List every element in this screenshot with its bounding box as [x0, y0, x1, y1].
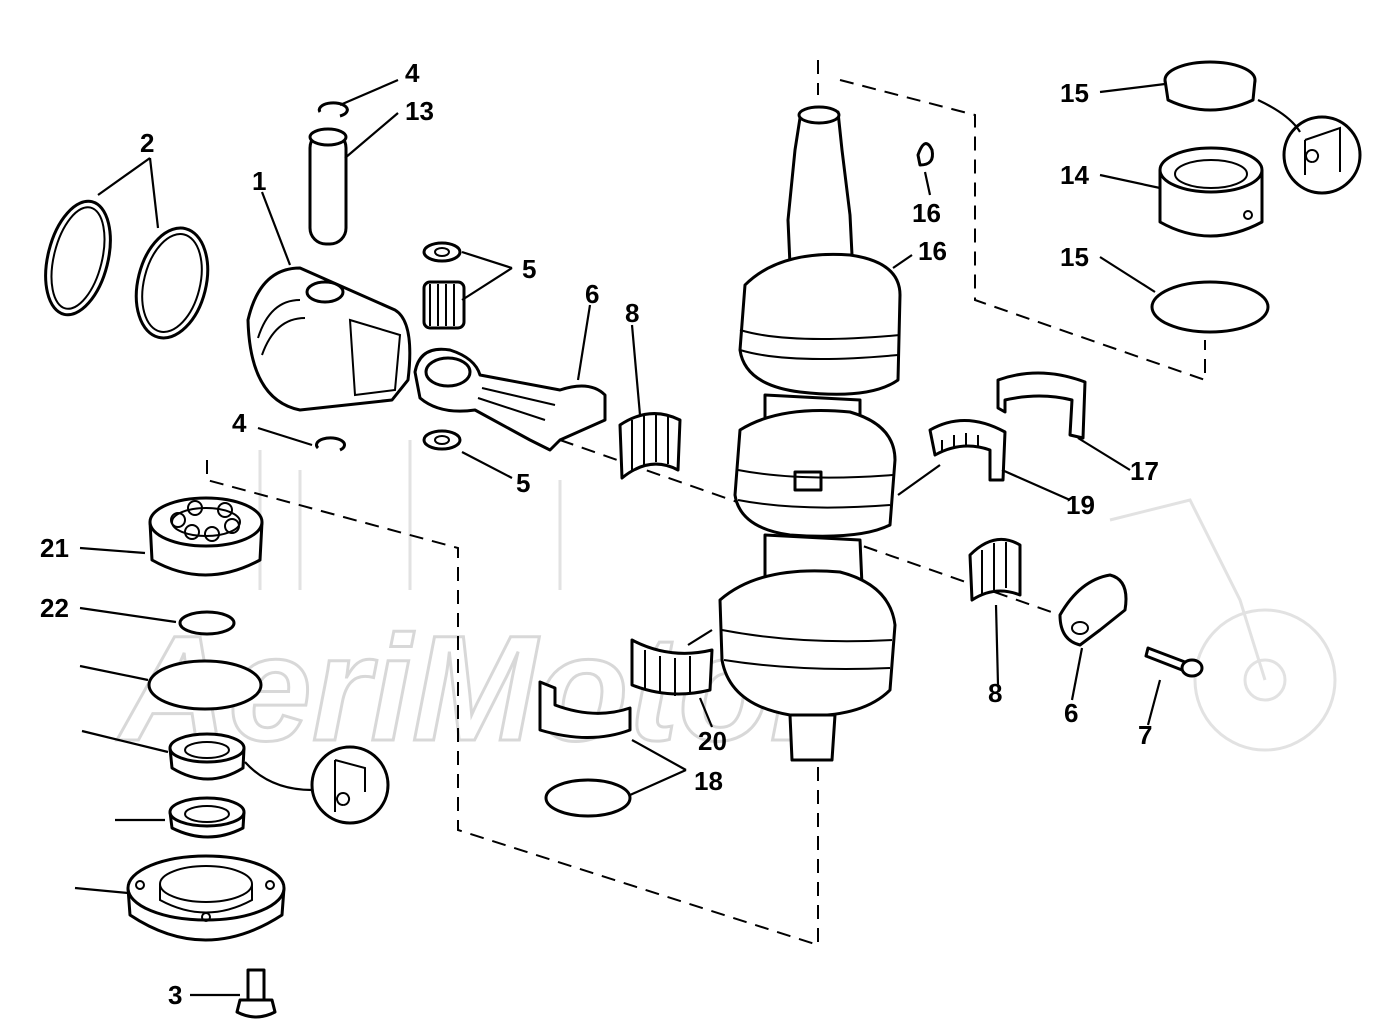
watermark-motorcycle-graphic: [258, 440, 1337, 752]
callout-14: 16: [918, 236, 947, 266]
crankshaft: [718, 105, 902, 762]
callout-1: 1: [252, 166, 266, 196]
lower-ball-bearing: [148, 496, 264, 577]
wrist-pin: [308, 127, 348, 246]
callout-6-rod: 6: [585, 279, 599, 309]
lower-oil-seal-inner: [168, 796, 246, 839]
callout-9: 13: [405, 96, 434, 126]
lower-o-ring: [147, 659, 263, 711]
callout-8-lower: 8: [988, 678, 1002, 708]
rod-cap-bolt: [1144, 646, 1204, 678]
connecting-rod-cap: [1058, 573, 1128, 647]
callout-3: 3: [168, 980, 182, 1010]
main-bearing-cage-lower: [630, 638, 714, 696]
callout-6-cap: 6: [1064, 698, 1078, 728]
lower-oil-seal-outer: [168, 732, 246, 781]
callout-15-upper: 17: [1130, 456, 1159, 486]
callout-2: 2: [140, 128, 154, 158]
callout-16-lower: 20: [698, 726, 727, 756]
bearing-retaining-ring: [544, 778, 632, 818]
piston: [246, 266, 412, 412]
upper-seal-ring: [1163, 60, 1257, 112]
callout-4-upper: 4: [405, 58, 420, 88]
callout-8-upper: 8: [625, 298, 639, 328]
callout-12: 15: [1060, 242, 1089, 272]
piston-rings: [44, 199, 210, 340]
callout-17: 21: [40, 533, 69, 563]
lower-bearing-housing: [126, 854, 286, 942]
pin-needle-bearing: [422, 241, 466, 451]
upper-o-ring: [1150, 280, 1270, 334]
callout-7: 7: [1138, 720, 1152, 750]
main-bearing-lower-shell: [538, 680, 632, 739]
main-bearing-upper-shell: [996, 371, 1087, 440]
callout-4-lower: 4: [232, 408, 247, 438]
woodruff-key: [916, 142, 934, 167]
callout-11: 15: [1060, 78, 1089, 108]
pin-retainer-clips: [315, 101, 349, 452]
callout-16-upper: 19: [1066, 490, 1095, 520]
callout-5-upper: 5: [522, 254, 536, 284]
crankpin-bearing-lower: [968, 537, 1022, 602]
main-bearing-cage-upper: [928, 419, 1007, 482]
callout-15-lower: 18: [694, 766, 723, 796]
callout-leader-lines: [74, 78, 1301, 997]
housing-screw: [235, 968, 277, 1019]
connecting-rod: [413, 347, 607, 452]
callout-13: 16: [912, 198, 941, 228]
callout-10: 14: [1060, 160, 1089, 190]
callout-18: 22: [40, 593, 69, 623]
detail-inset-upper: [1282, 115, 1362, 195]
callout-5-lower: 5: [516, 468, 530, 498]
callout-labels: 4 13 2 1 5 6 8 4 5 15 14 16 16 15 17 19 …: [40, 58, 1159, 1010]
lower-retaining-ring: [178, 610, 236, 636]
detail-inset-lower: [310, 745, 390, 825]
crankpin-bearing-upper: [618, 412, 682, 480]
upper-roller-bearing: [1158, 146, 1264, 238]
